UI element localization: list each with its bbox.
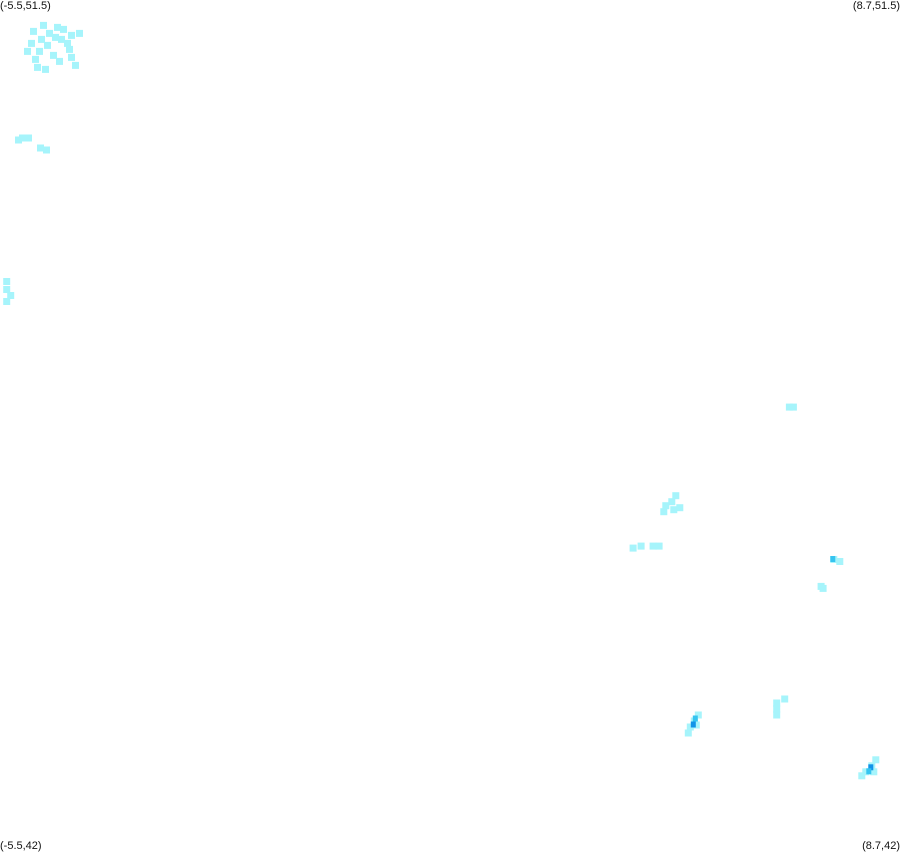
precip-pixel [36, 47, 43, 55]
precip-pixel [30, 27, 37, 35]
precip-pixel [15, 136, 22, 144]
corner-label-top-left: (-5.5,51.5) [0, 0, 51, 12]
precip-pixel [773, 705, 781, 713]
precip-pixel [676, 504, 684, 512]
precip-pixel [662, 502, 670, 510]
precip-pixel [58, 35, 65, 43]
precip-pixel [24, 47, 31, 55]
precip-pixel [50, 51, 57, 59]
precip-pixel [870, 768, 878, 776]
precip-pixel [3, 278, 11, 285]
precip-pixel [872, 756, 880, 764]
precip-pixel [34, 63, 41, 71]
precip-pixel [773, 711, 781, 719]
precip-pixel [52, 33, 59, 41]
precip-cluster-northwest [24, 21, 83, 73]
precip-cluster-west-coast-small [15, 134, 50, 154]
precip-pixel [38, 35, 45, 43]
precip-pixel [7, 292, 15, 299]
precip-cluster-far-east-a [830, 556, 844, 565]
precip-pixel [68, 31, 75, 39]
precip-pixel [60, 25, 67, 33]
precip-pixel [68, 53, 75, 61]
precip-pixel [781, 695, 789, 703]
precip-pixel [28, 39, 35, 47]
precip-pixel-intense [866, 768, 872, 775]
precip-pixel-intense [692, 715, 698, 722]
precip-pixel [54, 23, 61, 31]
precip-cluster-east-center [660, 492, 684, 516]
precip-pixel [32, 55, 39, 63]
precip-pixel [686, 723, 694, 731]
precip-pixel [649, 542, 657, 550]
precip-pixel [40, 21, 47, 29]
precip-pixel [37, 144, 44, 152]
corner-label-bottom-left: (-5.5,42) [0, 840, 42, 852]
precip-pixel [858, 772, 866, 780]
precip-pixel [25, 134, 32, 142]
precip-pixel [3, 298, 11, 305]
precip-cluster-west-edge [3, 278, 15, 305]
precip-pixel [44, 41, 51, 49]
precip-pixel [3, 286, 11, 293]
precip-cluster-southeast-c [858, 756, 880, 780]
precip-pixel [660, 508, 668, 516]
precip-pixel [836, 558, 844, 565]
corner-label-bottom-right: (8.7,42) [862, 840, 900, 852]
precip-pixel [629, 544, 637, 552]
precip-pixel [789, 403, 797, 411]
precip-pixel [668, 498, 676, 506]
precip-cluster-southeast-a [773, 695, 789, 719]
precip-pixel [64, 39, 71, 47]
precip-pixel [19, 134, 26, 142]
precip-pixel [46, 29, 53, 37]
precip-pixel [76, 29, 83, 37]
precip-pixel [684, 729, 692, 737]
precip-cluster-far-east-b [817, 582, 827, 592]
precip-cluster-southeast-b [684, 711, 702, 737]
corner-label-top-right: (8.7,51.5) [852, 0, 900, 12]
precip-pixel [72, 61, 79, 69]
precip-pixel [694, 711, 702, 719]
precip-cluster-east-center-south [629, 542, 663, 552]
precip-pixel [66, 45, 73, 53]
precip-pixel [637, 542, 645, 550]
precip-pixel [56, 57, 63, 65]
precip-pixel [43, 146, 50, 154]
precip-pixel-intense [690, 721, 696, 728]
precip-pixel [672, 492, 680, 500]
precip-pixel [773, 699, 781, 707]
precip-pixel [692, 721, 700, 729]
precip-pixel [670, 506, 678, 514]
precip-cluster-east-speck [785, 403, 797, 411]
precip-pixel [785, 403, 793, 411]
precip-pixel [819, 584, 827, 592]
precip-pixel [42, 65, 49, 73]
precip-pixel-intense [868, 764, 874, 771]
precip-pixel-intense [830, 556, 836, 562]
precip-pixel [862, 768, 870, 776]
precip-pixel [655, 542, 663, 550]
